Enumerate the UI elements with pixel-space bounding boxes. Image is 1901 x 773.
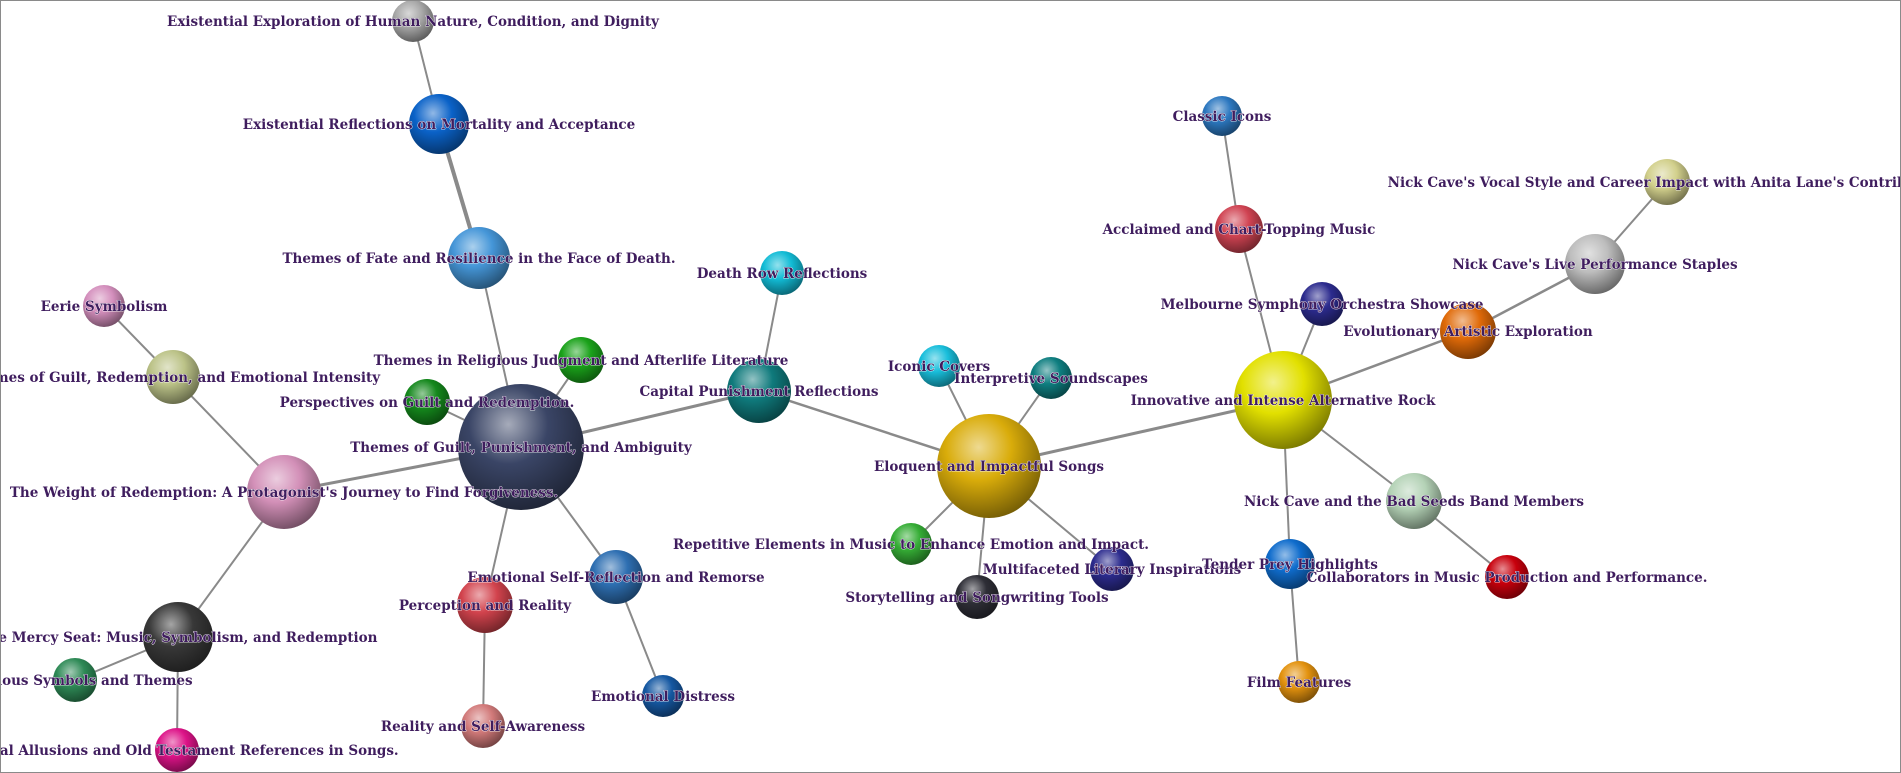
node-label-n34: Tender Prey Highlights: [1202, 557, 1378, 573]
node-label-n28: Melbourne Symphony Orchestra Showcase: [1161, 297, 1484, 313]
node-label-n18: Reality and Self-Awareness: [381, 719, 586, 735]
node-label-n15: Capital Punishment Reflections: [639, 384, 878, 400]
node-label-n29: Evolutionary Artistic Exploration: [1343, 324, 1593, 340]
node-n26[interactable]: [1202, 96, 1242, 136]
node-n33[interactable]: [1485, 555, 1529, 599]
node-n7[interactable]: [83, 285, 125, 327]
node-label-n2: Eloquent and Impactful Songs: [874, 459, 1104, 475]
node-n31[interactable]: [1644, 159, 1690, 205]
node-n11[interactable]: [409, 94, 469, 154]
node-label-n21: Iconic Covers: [888, 359, 991, 375]
node-n6[interactable]: [146, 350, 200, 404]
node-n8[interactable]: [53, 658, 97, 702]
node-n32[interactable]: [1386, 473, 1442, 529]
node-n12[interactable]: [392, 1, 434, 42]
node-label-n32: Nick Cave and the Bad Seeds Band Members: [1244, 494, 1584, 510]
node-label-n19: Emotional Self-Reflection and Remorse: [467, 570, 764, 586]
labels-layer: Themes of Guilt, Punishment, and Ambigui…: [1, 14, 1900, 760]
node-n20[interactable]: [642, 675, 684, 717]
node-label-n9: Biblical Allusions and Old Testament Ref…: [1, 743, 399, 759]
node-label-n22: Interpretive Soundscapes: [954, 371, 1148, 387]
node-label-n26: Classic Icons: [1173, 109, 1272, 125]
node-label-n8: Religious Symbols and Themes: [1, 673, 193, 689]
nodes-layer: [53, 1, 1690, 772]
node-label-n14: Perspectives on Guilt and Redemption.: [280, 395, 575, 411]
node-n13[interactable]: [558, 337, 604, 383]
node-label-n13: Themes in Religious Judgment and Afterli…: [374, 353, 789, 369]
node-n34[interactable]: [1265, 539, 1315, 589]
node-label-n25: Multifaceted Literary Inspirations: [983, 562, 1242, 578]
node-label-n16: Death Row Reflections: [697, 266, 868, 282]
node-label-n10: Themes of Fate and Resilience in the Fac…: [282, 251, 675, 267]
node-label-n20: Emotional Distress: [591, 689, 735, 705]
node-label-n12: Existential Exploration of Human Nature,…: [167, 14, 660, 30]
node-n25[interactable]: [1090, 547, 1134, 591]
node-n18[interactable]: [461, 704, 505, 748]
node-n3[interactable]: [1234, 351, 1332, 449]
node-n4[interactable]: [247, 455, 321, 529]
node-label-n3: Innovative and Intense Alternative Rock: [1131, 393, 1436, 409]
node-label-n23: Repetitive Elements in Music to Enhance …: [673, 537, 1149, 553]
node-label-n27: Acclaimed and Chart-Topping Music: [1102, 222, 1376, 238]
node-label-n24: Storytelling and Songwriting Tools: [845, 590, 1109, 606]
node-label-n6: Themes of Guilt, Redemption, and Emotion…: [1, 370, 381, 386]
node-n5[interactable]: [143, 602, 213, 672]
node-label-n1: Themes of Guilt, Punishment, and Ambigui…: [350, 440, 693, 456]
node-n2[interactable]: [937, 414, 1041, 518]
node-label-n4: The Weight of Redemption: A Protagonist'…: [10, 485, 558, 501]
node-n21[interactable]: [918, 345, 960, 387]
node-n29[interactable]: [1440, 303, 1496, 359]
node-label-n33: Collaborators in Music Production and Pe…: [1307, 570, 1708, 586]
node-n16[interactable]: [760, 251, 804, 295]
node-n22[interactable]: [1030, 357, 1072, 399]
node-n28[interactable]: [1300, 282, 1344, 326]
node-n10[interactable]: [448, 227, 510, 289]
node-label-n5: The Mercy Seat: Music, Symbolism, and Re…: [1, 630, 378, 646]
node-n17[interactable]: [457, 577, 513, 633]
node-label-n17: Perception and Reality: [399, 598, 572, 614]
node-n19[interactable]: [589, 550, 643, 604]
node-label-n7: Eerie Symbolism: [41, 299, 168, 315]
node-n15[interactable]: [727, 359, 791, 423]
node-label-n30: Nick Cave's Live Performance Staples: [1452, 257, 1738, 273]
node-label-n31: Nick Cave's Vocal Style and Career Impac…: [1388, 175, 1900, 191]
node-n27[interactable]: [1215, 205, 1263, 253]
node-n9[interactable]: [155, 728, 199, 772]
node-n14[interactable]: [404, 379, 450, 425]
node-label-n11: Existential Reflections on Mortality and…: [243, 117, 635, 133]
node-n24[interactable]: [955, 575, 999, 619]
node-label-n35: Film Features: [1247, 675, 1352, 691]
node-n23[interactable]: [890, 523, 932, 565]
node-n30[interactable]: [1565, 234, 1625, 294]
node-n35[interactable]: [1278, 661, 1320, 703]
node-n1[interactable]: [458, 384, 584, 510]
